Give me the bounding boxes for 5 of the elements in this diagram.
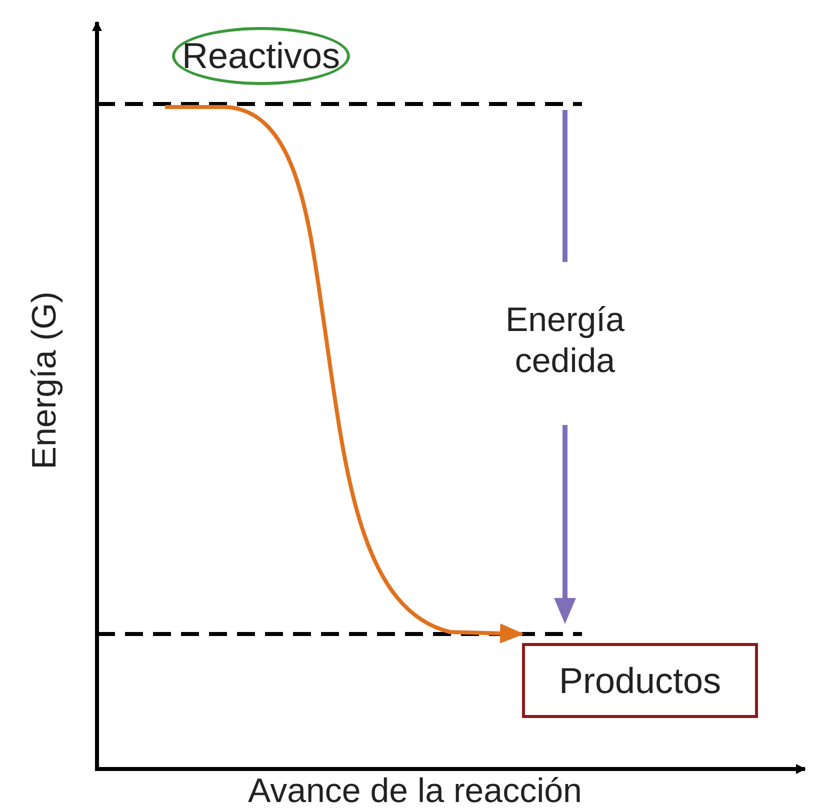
box-node: Productos [522, 643, 758, 718]
axis-label: Avance de la reacción [247, 771, 583, 811]
ellipse-node: Reactivos [172, 27, 350, 85]
axis-label: Energía (G) [24, 290, 65, 472]
dimension-label: Energía cedida [504, 300, 626, 382]
